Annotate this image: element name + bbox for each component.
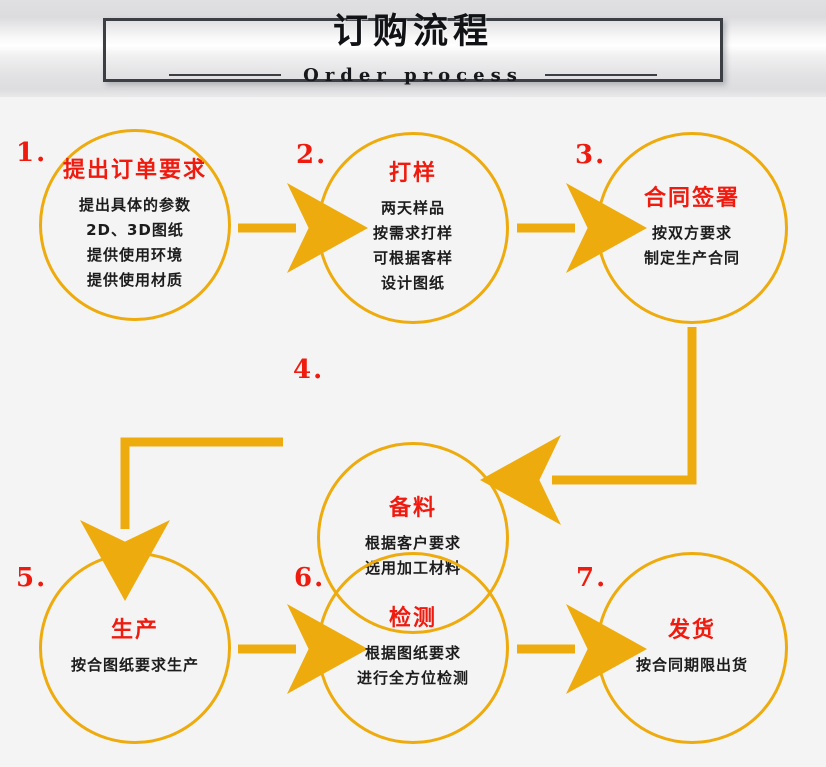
step-body-line: 按需求打样 — [372, 223, 453, 242]
step-node-6[interactable]: 检测 根据图纸要求 进行全方位检测 — [317, 552, 509, 744]
step-body-1: 提出具体的参数 2D、3D图纸 提供使用环境 提供使用材质 — [79, 193, 191, 293]
step-title-2: 打样 — [388, 160, 437, 186]
step-number-1: 1. — [16, 138, 48, 168]
step-body-line: 按双方要求 — [651, 223, 732, 242]
step-body-line: 根据图纸要求 — [364, 643, 461, 662]
step-body-7: 按合同期限出货 — [636, 653, 748, 678]
flow-connectors — [80, 183, 697, 694]
banner-subtitle-row: Order process — [0, 62, 826, 88]
step-title-7: 发货 — [667, 618, 716, 643]
step-title-5: 生产 — [110, 618, 159, 643]
order-process-flow: 1. 提出订单要求 提出具体的参数 2D、3D图纸 提供使用环境 提供使用材质 … — [0, 97, 826, 767]
page-title: 订购流程 — [332, 12, 493, 52]
step-body-6: 根据图纸要求 进行全方位检测 — [357, 641, 469, 691]
step-body-line: 两天样品 — [380, 198, 445, 217]
step-body-line: 制定生产合同 — [643, 248, 740, 267]
banner-frame — [103, 18, 723, 82]
arrow-step3-to-step4 — [480, 327, 697, 525]
subtitle-rule-right — [544, 74, 657, 76]
step-number-7: 7. — [576, 563, 608, 593]
step-body-line: 根据客户要求 — [364, 533, 461, 552]
step-body-line: 可根据客样 — [372, 248, 453, 267]
step-title-1: 提出订单要求 — [62, 157, 207, 183]
step-body-5: 按合图纸要求生产 — [71, 653, 199, 678]
step-node-5[interactable]: 生产 按合图纸要求生产 — [39, 552, 231, 744]
step-node-3[interactable]: 合同签署 按双方要求 制定生产合同 — [596, 132, 788, 324]
step-title-6: 检测 — [388, 605, 437, 631]
arrow-step4-to-step5 — [80, 437, 283, 601]
banner-band: 订购流程 Order process — [0, 0, 826, 97]
page-subtitle: Order process — [303, 64, 523, 86]
step-body-2: 两天样品 按需求打样 可根据客样 设计图纸 — [373, 196, 453, 296]
step-body-line: 提供使用环境 — [86, 245, 183, 264]
subtitle-rule-left — [169, 74, 282, 76]
step-body-line: 进行全方位检测 — [356, 668, 469, 687]
step-node-1[interactable]: 提出订单要求 提出具体的参数 2D、3D图纸 提供使用环境 提供使用材质 — [39, 129, 231, 321]
step-body-line: 提出具体的参数 — [78, 195, 191, 214]
step-body-line: 设计图纸 — [380, 273, 445, 292]
step-body-3: 按双方要求 制定生产合同 — [644, 221, 740, 271]
step-node-2[interactable]: 打样 两天样品 按需求打样 可根据客样 设计图纸 — [317, 132, 509, 324]
step-node-7[interactable]: 发货 按合同期限出货 — [596, 552, 788, 744]
step-number-3: 3. — [575, 140, 607, 170]
step-number-5: 5. — [16, 563, 48, 593]
step-body-line: 按合图纸要求生产 — [70, 656, 199, 674]
step-title-4: 备料 — [388, 495, 437, 521]
step-body-line: 2D、3D图纸 — [86, 220, 184, 239]
step-body-line: 提供使用材质 — [86, 270, 183, 289]
step-number-2: 2. — [296, 140, 328, 170]
step-number-4: 4. — [293, 355, 325, 385]
step-number-6: 6. — [294, 563, 326, 593]
step-body-line: 按合同期限出货 — [635, 656, 748, 674]
step-title-3: 合同签署 — [643, 185, 740, 211]
